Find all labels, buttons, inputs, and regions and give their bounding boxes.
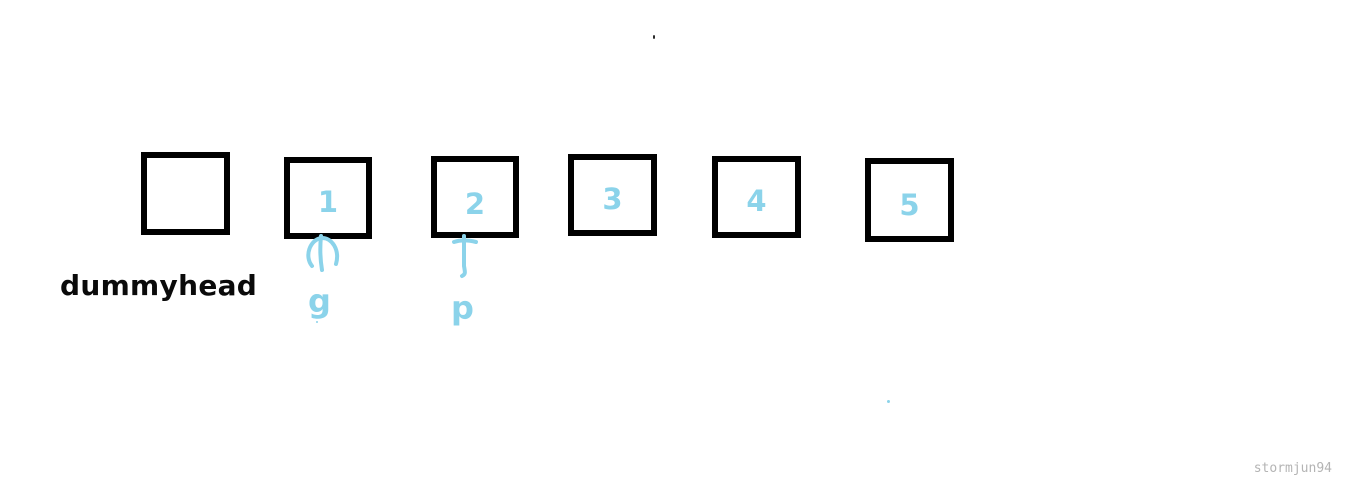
node-value: 2: [464, 187, 486, 221]
list-node-4: 4: [712, 156, 801, 238]
stray-mark: [653, 35, 655, 39]
node-value: 1: [317, 185, 339, 219]
pointer-p-label: p: [451, 289, 474, 327]
list-node-3: 3: [568, 154, 657, 236]
node-value: 5: [899, 188, 920, 222]
list-node-5: 5: [865, 158, 954, 242]
pointer-g-label: g: [308, 282, 331, 320]
node-value: 3: [602, 182, 623, 216]
pointer-g-arrow: [306, 234, 339, 272]
dummy-head-node: [141, 152, 230, 235]
pointer-p-arrow: [452, 234, 478, 278]
list-node-1: 1: [284, 157, 372, 239]
dummy-head-label: dummyhead: [60, 269, 258, 302]
node-value: 4: [746, 184, 767, 218]
stray-mark: [887, 400, 890, 403]
watermark: stormjun94: [1253, 461, 1332, 476]
list-node-2: 2: [431, 156, 519, 238]
stray-mark: [316, 321, 318, 323]
